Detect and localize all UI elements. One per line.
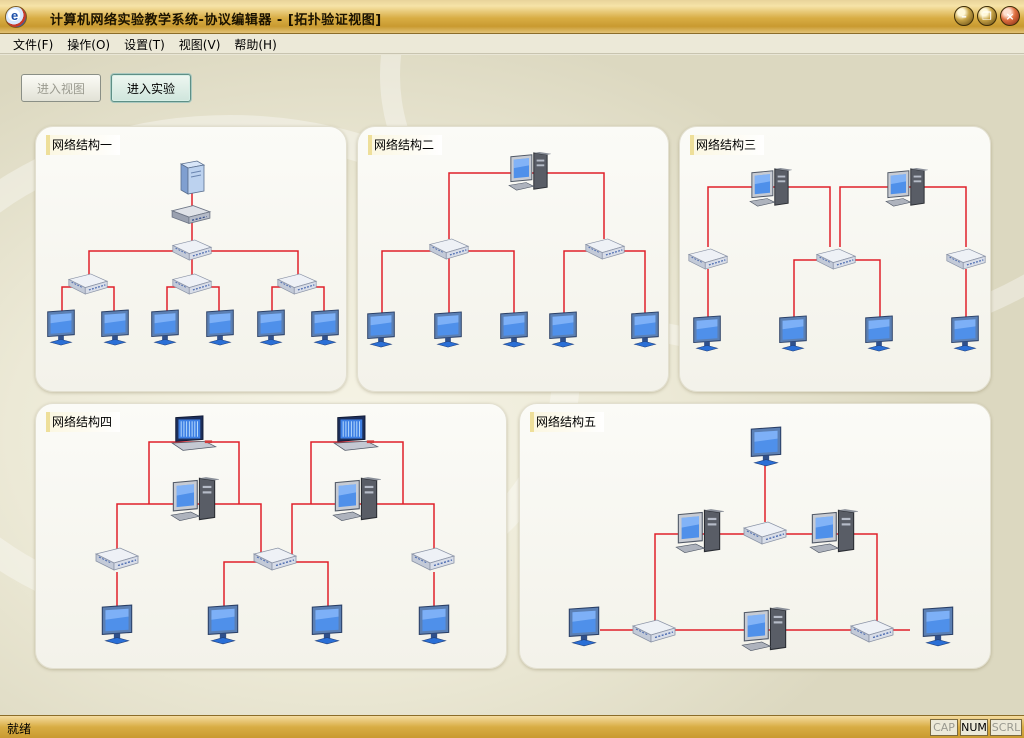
monitor-icon[interactable] <box>311 309 339 346</box>
title-bar[interactable]: e 计算机网络实验教学系统-协议编辑器 - [拓扑验证视图] – ❐ × <box>0 0 1024 34</box>
monitor-icon[interactable] <box>101 309 129 346</box>
workstation-icon[interactable] <box>508 151 552 191</box>
monitor-icon[interactable] <box>418 604 450 645</box>
workstation-icon[interactable] <box>170 476 220 522</box>
monitor-icon[interactable] <box>631 311 659 348</box>
workstation-icon[interactable] <box>675 508 725 554</box>
menu-settings[interactable]: 设置(T) <box>124 38 165 52</box>
menu-bar: 文件(F) 操作(O) 设置(T) 视图(V) 帮助(H) <box>0 34 1024 54</box>
monitor-icon[interactable] <box>750 426 782 467</box>
workstation-icon[interactable] <box>885 167 929 207</box>
app-icon[interactable] <box>5 6 27 28</box>
hub-icon[interactable] <box>585 238 625 260</box>
enter-experiment-button[interactable]: 进入实验 <box>111 74 191 102</box>
topology-diagram-4 <box>95 415 455 645</box>
monitor-icon[interactable] <box>922 606 954 647</box>
hub-icon[interactable] <box>850 619 894 643</box>
panel-title: 网络结构三 <box>690 135 765 155</box>
panel-title: 网络结构二 <box>368 135 443 155</box>
restore-icon: ❐ <box>982 9 992 23</box>
monitor-icon[interactable] <box>865 315 893 352</box>
status-bar: 就绪 CAP NUM SCRL <box>0 715 1024 738</box>
app-e-icon: e <box>11 8 19 23</box>
monitor-icon[interactable] <box>779 315 807 352</box>
hub-icon[interactable] <box>172 273 212 295</box>
hub-icon[interactable] <box>411 547 455 571</box>
server-icon[interactable] <box>180 160 205 195</box>
enter-view-button[interactable]: 进入视图 <box>21 74 101 102</box>
monitor-icon[interactable] <box>549 311 577 348</box>
hub-icon[interactable] <box>816 248 856 270</box>
close-icon: × <box>1005 9 1015 23</box>
topology-panel-2[interactable]: 网络结构二 <box>357 126 669 392</box>
hub-icon[interactable] <box>946 248 986 270</box>
monitor-icon[interactable] <box>47 309 75 346</box>
monitor-icon[interactable] <box>500 311 528 348</box>
topology-diagram-3 <box>688 167 986 352</box>
window-controls: – ❐ × <box>954 6 1020 26</box>
hub-icon[interactable] <box>743 521 787 545</box>
hub-icon[interactable] <box>429 238 469 260</box>
close-button[interactable]: × <box>1000 6 1020 26</box>
status-text: 就绪 <box>7 722 32 736</box>
router-icon[interactable] <box>171 204 211 225</box>
monitor-icon[interactable] <box>693 315 721 352</box>
hub-icon[interactable] <box>95 547 139 571</box>
topology-panel-3[interactable]: 网络结构三 <box>679 126 991 392</box>
workstation-icon[interactable] <box>809 508 859 554</box>
workstation-icon[interactable] <box>749 167 793 207</box>
monitor-icon[interactable] <box>434 311 462 348</box>
num-lock-indicator: NUM <box>960 719 988 736</box>
hub-icon[interactable] <box>277 273 317 295</box>
monitor-icon[interactable] <box>151 309 179 346</box>
topology-panel-5[interactable]: 网络结构五 <box>519 403 991 669</box>
scroll-lock-indicator: SCRL <box>990 719 1022 736</box>
monitor-icon[interactable] <box>101 604 133 645</box>
topology-panel-4[interactable]: 网络结构四 <box>35 403 507 669</box>
monitor-icon[interactable] <box>206 309 234 346</box>
monitor-icon[interactable] <box>568 606 600 647</box>
monitor-icon[interactable] <box>207 604 239 645</box>
hub-icon[interactable] <box>688 248 728 270</box>
minimize-button[interactable]: – <box>954 6 974 26</box>
hub-icon[interactable] <box>632 619 676 643</box>
minimize-icon: – <box>961 9 967 23</box>
topology-diagram-1 <box>47 160 339 346</box>
topology-diagram-2 <box>367 151 659 348</box>
topology-panel-1[interactable]: 网络结构一 <box>35 126 347 392</box>
monitor-icon[interactable] <box>951 315 979 352</box>
panel-title: 网络结构五 <box>530 412 605 432</box>
workstation-icon[interactable] <box>741 606 791 652</box>
menu-operate[interactable]: 操作(O) <box>67 38 111 52</box>
panel-title: 网络结构四 <box>46 412 121 432</box>
menu-help[interactable]: 帮助(H) <box>234 38 277 52</box>
panel-title: 网络结构一 <box>46 135 121 155</box>
menu-view[interactable]: 视图(V) <box>178 38 221 52</box>
hub-icon[interactable] <box>68 273 108 295</box>
laptop-icon[interactable] <box>333 415 379 451</box>
monitor-icon[interactable] <box>311 604 343 645</box>
workstation-icon[interactable] <box>332 476 382 522</box>
monitor-icon[interactable] <box>367 311 395 348</box>
topology-diagram-5 <box>568 426 954 652</box>
laptop-icon[interactable] <box>171 415 217 451</box>
hub-icon[interactable] <box>172 239 212 261</box>
restore-button[interactable]: ❐ <box>977 6 997 26</box>
window-title: 计算机网络实验教学系统-协议编辑器 - [拓扑验证视图] <box>50 13 382 28</box>
caps-lock-indicator: CAP <box>930 719 958 736</box>
monitor-icon[interactable] <box>257 309 285 346</box>
menu-file[interactable]: 文件(F) <box>13 38 54 52</box>
topology-view: 进入视图 进入实验 网络结构一 <box>0 55 1024 715</box>
